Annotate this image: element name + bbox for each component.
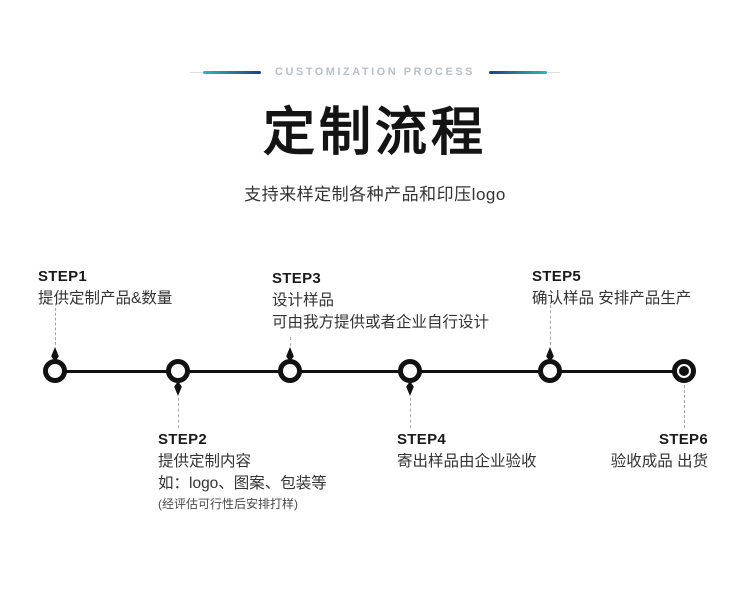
step3-text-2: 可由我方提供或者企业自行设计 [272,314,490,331]
gradient-bar-left [203,70,261,74]
step2-text-2: 如：logo、图案、包装等 [158,475,327,492]
divider-line-left [190,71,203,73]
divider-line-right [547,71,560,73]
timeline-node-step3 [278,359,302,383]
connector-step1 [55,303,56,345]
timeline-node-step1 [43,359,67,383]
step1-text: 提供定制产品&数量 [38,290,173,307]
step1-label: STEP1 [38,268,88,285]
connector-step3 [290,337,291,346]
connector-step6 [684,385,685,428]
step3-block: STEP3 设计样品 可由我方提供或者企业自行设计 [272,268,489,334]
step2-block: STEP2 提供定制内容 如：logo、图案、包装等 (经评估可行性后安排打样) [158,429,327,514]
step4-text: 寄出样品由企业验收 [397,453,537,470]
node-pointer-step3 [286,347,294,362]
step2-note: (经评估可行性后安排打样) [158,497,298,511]
step6-label: STEP6 [658,431,708,448]
page-subtitle: 支持来样定制各种产品和印压logo [244,185,506,204]
timeline-node-step4 [398,359,422,383]
step6-block: STEP6 验收成品 出货 [611,429,708,473]
bullseye-dot [679,366,689,376]
step6-text: 验收成品 出货 [610,453,708,470]
step3-text-1: 设计样品 [272,292,335,309]
page-title: 定制流程 [262,102,487,163]
eyebrow-label: CUSTOMIZATION PROCESS [275,66,475,78]
timeline-line [55,370,684,373]
step5-block: STEP5 确认样品 安排产品生产 [532,266,691,310]
step2-text-1: 提供定制内容 [158,453,252,470]
section-eyebrow: CUSTOMIZATION PROCESS [0,64,750,80]
timeline-node-step6 [672,359,696,383]
timeline-node-step5 [538,359,562,383]
connector-step5 [550,305,551,345]
connector-step2 [178,398,179,428]
step2-label: STEP2 [158,431,208,448]
step3-label: STEP3 [272,270,322,287]
gradient-bar-right [489,70,547,74]
timeline-node-step2 [166,359,190,383]
step5-text: 确认样品 安排产品生产 [532,290,692,307]
step5-label: STEP5 [532,268,582,285]
node-pointer-step2 [174,381,182,396]
node-pointer-step4 [406,381,414,396]
step1-block: STEP1 提供定制产品&数量 [38,266,172,310]
step4-block: STEP4 寄出样品由企业验收 [397,429,537,473]
node-pointer-step5 [546,347,554,362]
step4-label: STEP4 [397,431,447,448]
connector-step4 [410,398,411,428]
node-pointer-step1 [51,347,59,362]
